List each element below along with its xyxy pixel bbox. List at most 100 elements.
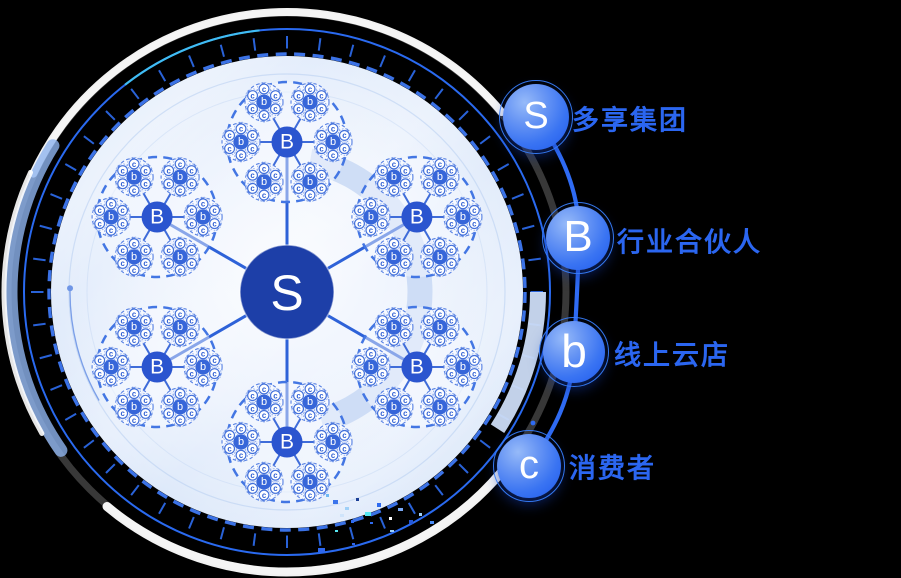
legend-ball-letter: b (561, 325, 587, 377)
consumer-node: c (256, 187, 272, 203)
svg-text:c: c (319, 484, 324, 493)
partner-node (271, 126, 303, 158)
svg-text:c: c (319, 471, 324, 480)
store-node (172, 169, 188, 185)
consumer-node: c (115, 366, 130, 381)
consumer-node: c (173, 262, 188, 278)
consumer-node: c (375, 163, 390, 178)
consumer-node: c (222, 128, 237, 143)
svg-text:b: b (368, 211, 374, 223)
legend-ball-store: b (539, 317, 609, 387)
partner-cluster: ccccccbccccccbccccccbccccccbccccccbccccc… (91, 155, 223, 279)
svg-text:c: c (357, 206, 362, 215)
consumer-node: c (444, 256, 459, 271)
svg-text:c: c (392, 389, 397, 398)
consumer-node: c (245, 441, 260, 456)
consumer-node: c (268, 181, 283, 196)
consumer-node: c (196, 346, 211, 361)
consumer-node: c (127, 262, 142, 278)
svg-text:b: b (261, 96, 267, 108)
svg-text:c: c (212, 356, 217, 365)
store-node (455, 209, 471, 225)
consumer-node: c (138, 326, 153, 341)
consumer-node: c (245, 168, 260, 183)
svg-text:c: c (178, 239, 183, 248)
svg-text:c: c (380, 166, 385, 175)
svg-text:c: c (342, 431, 347, 440)
consumer-node: c (444, 353, 459, 368)
consumer-node: c (173, 412, 188, 428)
consumer-node: c (291, 181, 306, 196)
svg-text:c: c (380, 369, 385, 378)
store-node (455, 359, 471, 375)
svg-text:c: c (250, 131, 255, 140)
svg-text:b: b (437, 171, 443, 183)
consumer-node: c (421, 256, 436, 271)
svg-text:b: b (391, 321, 397, 333)
store-node (256, 174, 272, 190)
svg-text:c: c (227, 144, 232, 153)
svg-text:c: c (296, 405, 301, 414)
svg-text:c: c (109, 350, 114, 359)
svg-text:c: c (120, 356, 125, 365)
svg-text:c: c (319, 105, 324, 114)
consumer-node: c (222, 428, 237, 443)
svg-text:c: c (380, 316, 385, 325)
consumer-node: c (398, 243, 413, 258)
svg-text:c: c (403, 180, 408, 189)
svg-text:c: c (369, 376, 374, 385)
svg-text:c: c (120, 369, 125, 378)
consumer-node: c (104, 373, 119, 388)
consumer-node: c (245, 481, 260, 496)
consumer-node: c (184, 393, 199, 408)
main-dashed-ring (47, 52, 527, 532)
consumer-node: c (314, 441, 329, 456)
svg-text:c: c (392, 310, 397, 319)
legend-label-store: 线上云店 (614, 340, 730, 371)
svg-text:c: c (239, 425, 244, 434)
store-node (363, 209, 379, 225)
svg-text:b: b (177, 171, 183, 183)
store-node (325, 134, 341, 150)
svg-text:c: c (449, 396, 454, 405)
consumer-node: c (314, 428, 329, 443)
svg-text:c: c (380, 180, 385, 189)
consumer-node: c (375, 216, 390, 231)
consumer-node: c (302, 381, 318, 397)
svg-text:c: c (178, 389, 183, 398)
consumer-node: c (375, 313, 390, 328)
partner-node (141, 201, 173, 233)
consumer-node: c (325, 448, 341, 463)
svg-text:b: b (238, 136, 244, 148)
consumer-node: c (386, 262, 401, 278)
svg-text:c: c (449, 409, 454, 418)
consumer-node: c (161, 406, 176, 421)
consumer-node: c (245, 141, 260, 156)
consumer-node: c (386, 333, 401, 348)
svg-text:c: c (308, 491, 313, 500)
svg-text:c: c (296, 484, 301, 493)
consumer-node: c (268, 481, 283, 496)
svg-text:b: b (200, 211, 206, 223)
svg-text:S: S (270, 265, 303, 321)
svg-text:c: c (438, 160, 443, 169)
consumer-node: c (337, 428, 352, 443)
store-node (172, 399, 188, 415)
decor-arc-dot (67, 285, 74, 292)
consumer-node: c (421, 326, 436, 341)
legend-ball-partner: B (542, 202, 614, 274)
svg-text:c: c (273, 471, 278, 480)
svg-text:c: c (120, 206, 125, 215)
consumer-node: c (184, 326, 199, 341)
svg-text:b: b (238, 436, 244, 448)
partner-cluster: ccccccbccccccbccccccbccccccbccccccbccccc… (351, 155, 483, 279)
store-node (195, 359, 211, 375)
